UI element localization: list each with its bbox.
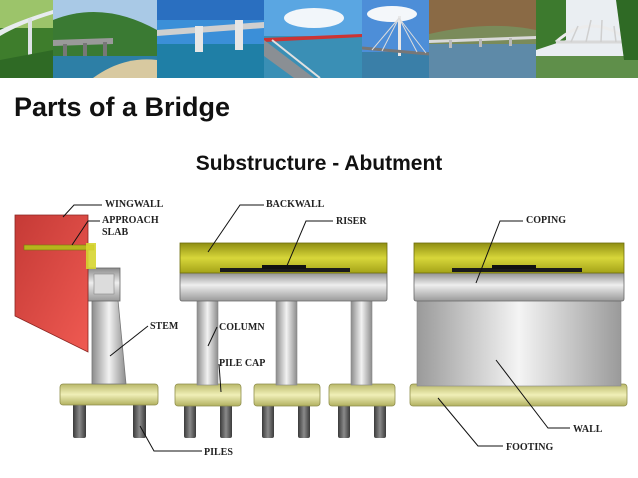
label-wingwall: WINGWALL: [105, 199, 164, 210]
cable-stayed-bridge-photo: [362, 0, 429, 78]
wingwall: [14, 214, 89, 353]
approach-slab: [23, 244, 95, 251]
river-bridge-photo: [429, 0, 536, 78]
column: [196, 298, 219, 386]
label-stem: STEM: [150, 321, 179, 332]
label-piles: PILES: [204, 447, 233, 458]
label-wall: WALL: [573, 424, 603, 435]
pile: [374, 402, 386, 438]
coping: [413, 271, 625, 302]
riser: [452, 268, 582, 272]
slide-title: Parts of a Bridge: [14, 92, 231, 122]
column: [275, 298, 298, 386]
column: [350, 298, 373, 386]
pile-cap: [328, 383, 396, 407]
pile: [133, 402, 146, 438]
pile: [298, 402, 310, 438]
bay-bridge-photo: [157, 0, 264, 78]
photo-strip: [0, 0, 638, 78]
wall-abutment: [409, 242, 628, 407]
truss-bridge-photo: [536, 0, 638, 78]
slide-subtitle: Substructure - Abutment: [195, 152, 443, 175]
cap-beam: [179, 271, 388, 302]
column-abutment: [174, 242, 396, 438]
pile: [338, 402, 350, 438]
label-column: COLUMN: [219, 322, 265, 333]
wall: [416, 298, 622, 387]
highway-bridge-photo: [53, 0, 157, 78]
green-coastal-bridge-photo: [0, 0, 53, 78]
label-coping: COPING: [526, 215, 566, 226]
stem: [91, 299, 127, 385]
walkway-bridge-photo: [264, 0, 362, 78]
pile: [184, 402, 196, 438]
label-approach-slab-line2: SLAB: [102, 227, 128, 238]
pile-cap: [253, 383, 321, 407]
riser: [220, 268, 350, 272]
label-pile-cap: PILE CAP: [219, 358, 265, 369]
pile: [73, 402, 86, 438]
label-footing: FOOTING: [506, 442, 553, 453]
label-backwall: BACKWALL: [266, 199, 325, 210]
footing: [59, 383, 159, 406]
leader-lines: [62, 204, 570, 452]
pile: [262, 402, 274, 438]
pile-cap: [174, 383, 242, 407]
label-riser: RISER: [336, 216, 367, 227]
stem-abutment: [14, 214, 159, 438]
pile: [220, 402, 232, 438]
label-approach-slab-line1: APPROACH: [102, 215, 159, 226]
